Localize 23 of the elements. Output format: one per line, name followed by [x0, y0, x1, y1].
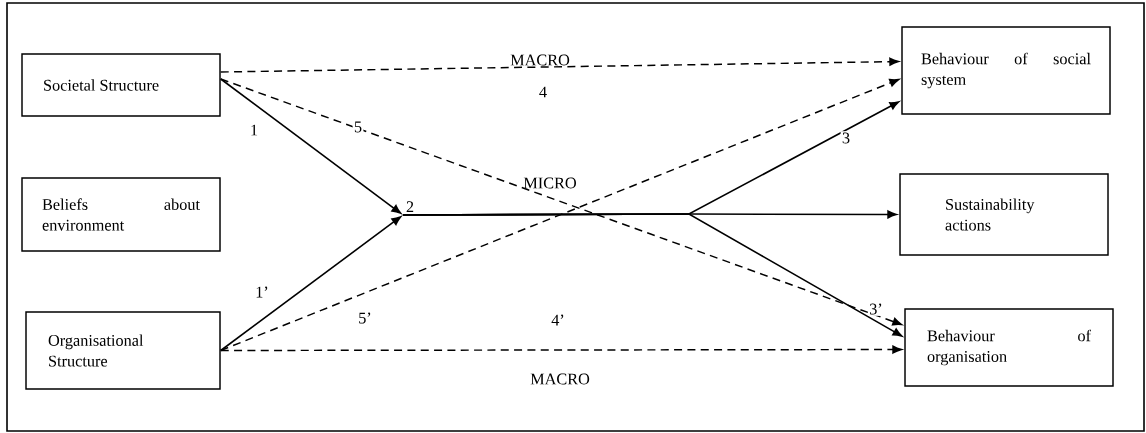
edge-label: 1’: [253, 285, 271, 299]
level-label: MACRO: [530, 373, 590, 385]
edge-label: 5’: [356, 311, 374, 325]
arrow: [402, 213, 903, 337]
edge-label: 4’: [549, 313, 567, 327]
edge-label: 5: [352, 120, 364, 134]
process-box: Organisational Structure: [25, 311, 221, 390]
arrow: [219, 78, 402, 214]
edge-label: 3: [840, 131, 852, 145]
arrow: [220, 57, 900, 73]
process-box: Sustainability actions: [899, 173, 1109, 256]
level-label: MICRO: [523, 177, 576, 189]
process-box: Behaviour of organisation: [904, 308, 1114, 387]
edge-label: 3’: [867, 302, 885, 316]
edge-label: 1: [248, 123, 260, 137]
process-box: Beliefs about environment: [21, 177, 221, 252]
process-box: Behaviour of social system: [901, 26, 1111, 115]
arrow: [219, 216, 402, 352]
junction-label: 2: [406, 201, 414, 213]
level-label: MACRO: [510, 54, 570, 66]
edge-label: 4: [537, 85, 549, 99]
arrow: [220, 345, 903, 354]
process-box: Societal Structure: [21, 53, 221, 117]
